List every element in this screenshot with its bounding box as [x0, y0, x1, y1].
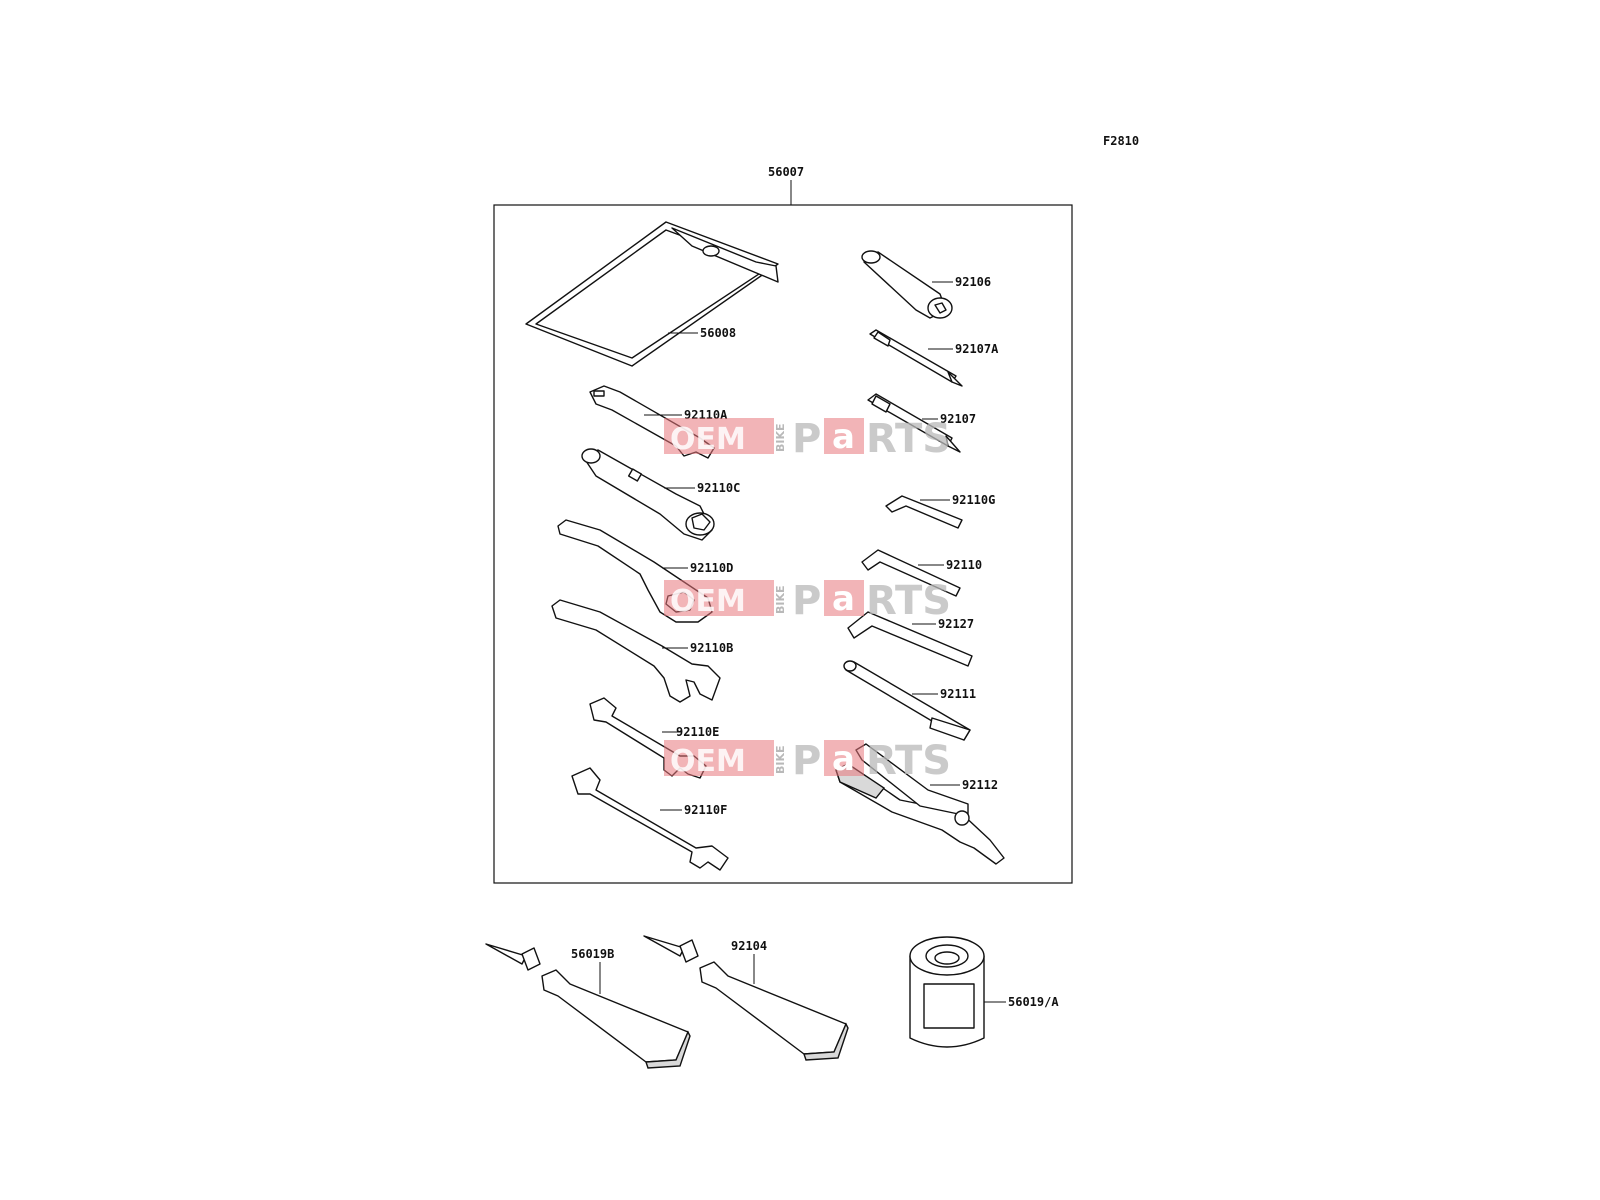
- figure-code: F2810: [1103, 134, 1139, 148]
- label-92112[interactable]: 92112: [962, 778, 998, 792]
- part-92106-socket-adapter[interactable]: 92106: [861, 250, 991, 319]
- svg-text:RTS: RTS: [866, 416, 951, 462]
- svg-text:P: P: [792, 738, 821, 784]
- part-56019B-grease-tube[interactable]: 56019B: [485, 943, 691, 1069]
- part-56008-tool-pouch[interactable]: 56008: [525, 221, 779, 367]
- label-92106[interactable]: 92106: [955, 275, 991, 289]
- part-92107-screwdriver-bit[interactable]: 92107: [867, 393, 976, 453]
- label-92110[interactable]: 92110: [946, 558, 982, 572]
- part-92110G-hex-key[interactable]: 92110G: [885, 493, 995, 529]
- svg-text:OEM: OEM: [670, 744, 746, 779]
- label-56008[interactable]: 56008: [700, 326, 736, 340]
- watermark-3: OEM BIKE P a RTS: [664, 738, 951, 784]
- svg-text:RTS: RTS: [866, 738, 951, 784]
- svg-text:OEM: OEM: [670, 422, 746, 457]
- part-92110F-double-wrench[interactable]: 92110F: [571, 767, 729, 871]
- label-56007[interactable]: 56007: [768, 165, 804, 179]
- label-56019B[interactable]: 56019B: [571, 947, 614, 961]
- watermark-2: OEM BIKE P a RTS: [664, 578, 951, 624]
- svg-text:OEM: OEM: [670, 584, 746, 619]
- part-92111-handle-bar[interactable]: 92111: [843, 660, 976, 741]
- label-92127[interactable]: 92127: [938, 617, 974, 631]
- part-92107A-screwdriver-bit[interactable]: 92107A: [869, 329, 999, 387]
- label-92107[interactable]: 92107: [940, 412, 976, 426]
- svg-text:a: a: [832, 417, 855, 457]
- label-92104[interactable]: 92104: [731, 939, 767, 953]
- svg-text:BIKE: BIKE: [774, 423, 787, 452]
- part-92110B-open-wrench[interactable]: 92110B: [551, 599, 733, 703]
- label-92111[interactable]: 92111: [940, 687, 976, 701]
- part-92110-hex-key[interactable]: 92110: [861, 549, 982, 597]
- svg-text:BIKE: BIKE: [774, 585, 787, 614]
- label-56019A[interactable]: 56019/A: [1008, 995, 1059, 1009]
- svg-text:a: a: [832, 739, 855, 779]
- watermark-1: OEM BIKE P a RTS: [664, 416, 951, 462]
- label-92110C[interactable]: 92110C: [697, 481, 740, 495]
- part-92110C-plug-wrench[interactable]: 92110C: [581, 448, 740, 541]
- label-92110B[interactable]: 92110B: [690, 641, 733, 655]
- svg-text:BIKE: BIKE: [774, 745, 787, 774]
- svg-text:a: a: [832, 579, 855, 619]
- label-92110G[interactable]: 92110G: [952, 493, 995, 507]
- label-92110D[interactable]: 92110D: [690, 561, 733, 575]
- part-92127-hex-key[interactable]: 92127: [847, 611, 974, 667]
- svg-text:P: P: [792, 578, 821, 624]
- part-92104-grease-tube[interactable]: 92104: [643, 935, 849, 1061]
- label-92110F[interactable]: 92110F: [684, 803, 727, 817]
- label-92110E[interactable]: 92110E: [676, 725, 719, 739]
- label-92107A[interactable]: 92107A: [955, 342, 999, 356]
- part-56019A-grease-can[interactable]: 56019/A: [909, 936, 1059, 1048]
- svg-text:RTS: RTS: [866, 578, 951, 624]
- tool-kit-box: 56007: [493, 165, 1073, 884]
- svg-text:P: P: [792, 416, 821, 462]
